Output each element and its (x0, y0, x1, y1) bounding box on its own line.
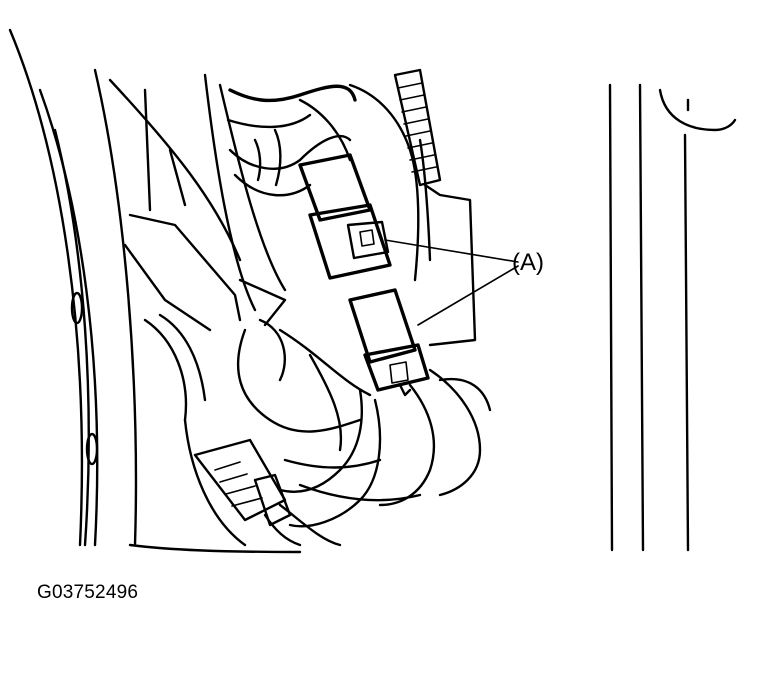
lower-harness (237, 318, 492, 547)
figure-code: G03752496 (37, 582, 139, 603)
body-panels (108, 73, 302, 554)
callout-label-a: (A) (512, 249, 544, 276)
wheel-housing (8, 28, 138, 547)
callout-leader-lines (384, 239, 519, 326)
upper-connector (298, 153, 392, 280)
lower-connector (348, 288, 430, 397)
corrugated-tube (393, 68, 477, 347)
door-frame (608, 83, 737, 552)
upper-harness (226, 83, 432, 282)
harness-clip (193, 438, 302, 547)
